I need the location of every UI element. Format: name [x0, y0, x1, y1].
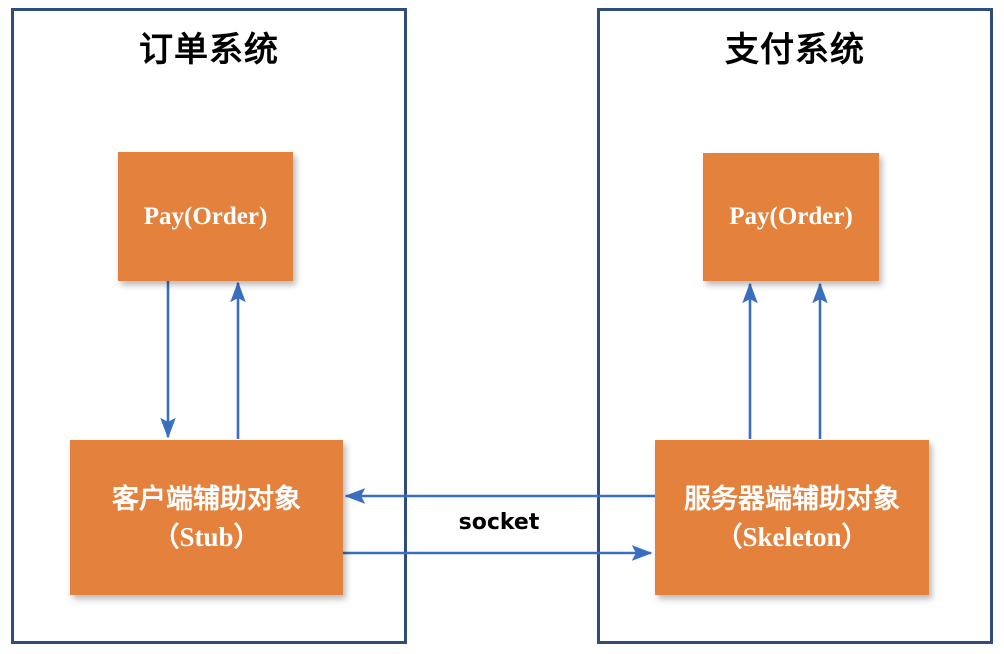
- node-client-stub[interactable]: 客户端辅助对象 （Stub）: [70, 440, 343, 595]
- socket-connection-label: socket: [440, 508, 558, 537]
- panel-title-pay-system: 支付系统: [725, 30, 865, 70]
- panel-pay-system: [597, 8, 993, 644]
- node-pay-order-server[interactable]: Pay(Order): [703, 153, 879, 281]
- node-pay-order-server-label: Pay(Order): [729, 203, 853, 230]
- node-client-stub-label: 客户端辅助对象 （Stub）: [112, 483, 301, 552]
- node-server-skeleton-label: 服务器端辅助对象 （Skeleton）: [684, 483, 900, 552]
- node-server-skeleton[interactable]: 服务器端辅助对象 （Skeleton）: [655, 440, 929, 595]
- panel-order-system: [11, 8, 407, 644]
- node-pay-order-client[interactable]: Pay(Order): [118, 152, 293, 281]
- node-pay-order-client-label: Pay(Order): [143, 202, 268, 230]
- panel-title-order-system: 订单系统: [139, 30, 279, 70]
